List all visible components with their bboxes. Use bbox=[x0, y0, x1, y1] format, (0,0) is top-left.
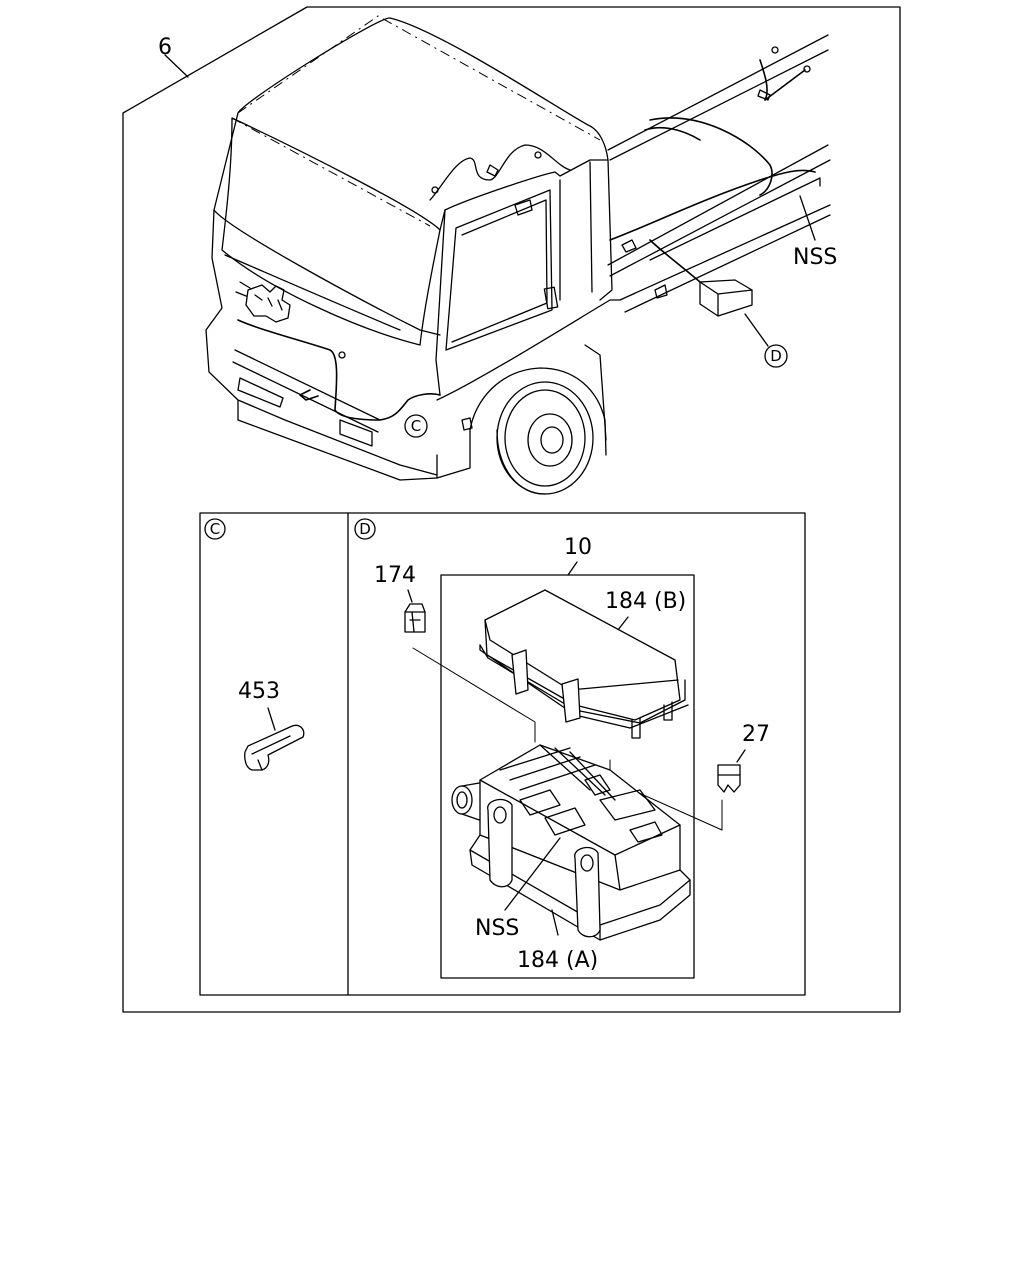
panel-d-title: D bbox=[354, 518, 376, 540]
view-c-marker: C bbox=[404, 414, 428, 438]
base-part bbox=[451, 744, 691, 941]
svg-text:C: C bbox=[210, 520, 220, 538]
clip-callout: 453 bbox=[238, 679, 280, 704]
assembly-callout: 6 bbox=[158, 35, 172, 60]
cover-callout: 184 (B) bbox=[605, 589, 686, 614]
relay-callout: 174 bbox=[374, 563, 416, 588]
svg-text:D: D bbox=[770, 347, 782, 365]
nss-box-callout: NSS bbox=[475, 916, 519, 941]
svg-text:D: D bbox=[359, 520, 371, 538]
fuse-box-assembly-callout: 10 bbox=[564, 535, 592, 560]
clip-part bbox=[244, 724, 305, 771]
base-callout: 184 (A) bbox=[517, 948, 598, 973]
fuse-callout: 27 bbox=[742, 722, 770, 747]
cover-part bbox=[479, 589, 689, 739]
detail-panels-frame bbox=[199, 512, 806, 996]
assembly-frame bbox=[122, 6, 901, 1013]
svg-text:C: C bbox=[411, 417, 421, 435]
truck-illustration bbox=[205, 15, 831, 495]
view-d-marker: D bbox=[764, 344, 788, 368]
nss-top-callout: NSS bbox=[793, 245, 837, 270]
panel-c-title: C bbox=[204, 518, 226, 540]
relay-part bbox=[404, 603, 426, 633]
fuse-part bbox=[717, 764, 741, 793]
